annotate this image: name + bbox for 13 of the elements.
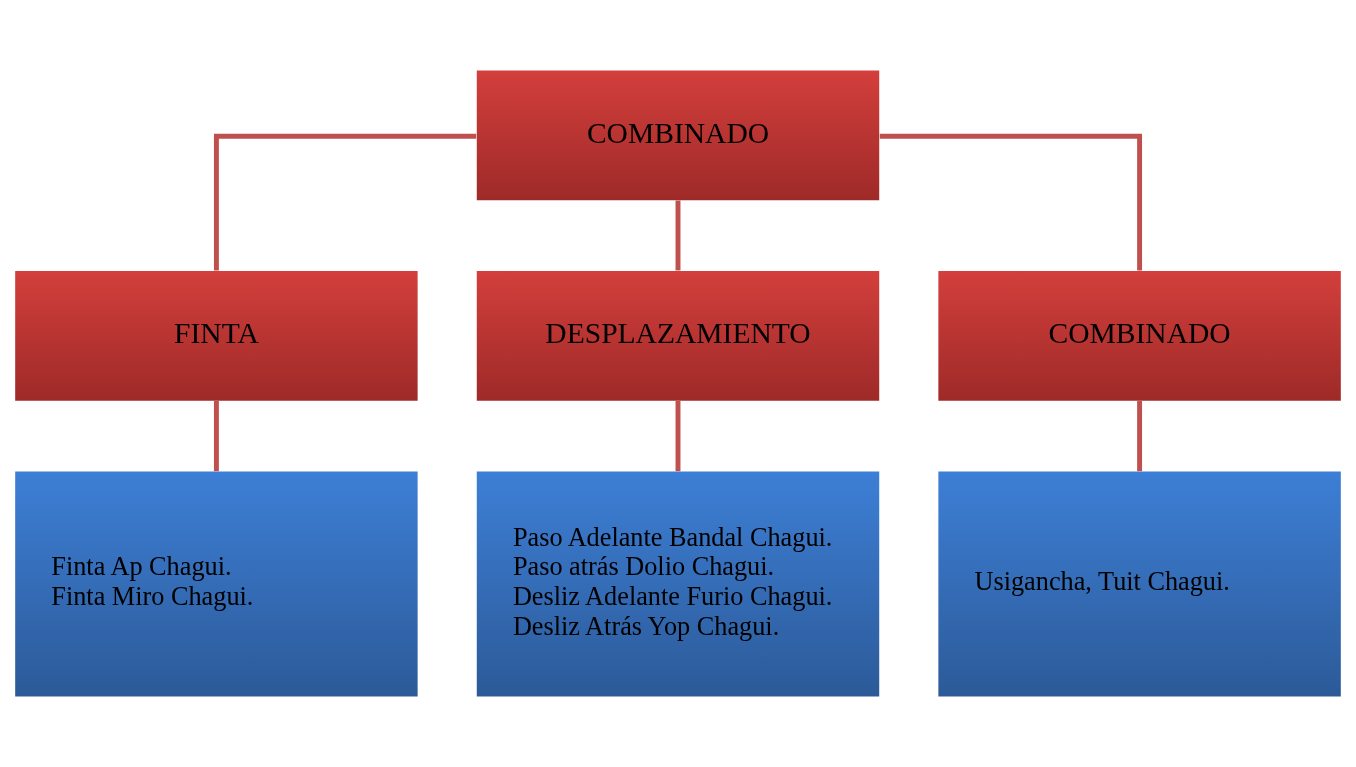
node-box: Paso Adelante Bandal Chagui. Paso atrás Dolio Chagui. Desliz Adelante Furio Chagui. Desliz Atrás Yop Chagui. bbox=[476, 471, 880, 697]
node-box: Finta Ap Chagui. Finta Miro Chagui. bbox=[15, 471, 418, 697]
connector bbox=[213, 133, 477, 271]
node-box: COMBINADO bbox=[938, 271, 1341, 401]
node-box: DESPLAZAMIENTO bbox=[476, 271, 880, 401]
connector bbox=[1137, 401, 1143, 472]
node-box: COMBINADO bbox=[476, 70, 880, 201]
connector bbox=[213, 401, 219, 472]
node-box: FINTA bbox=[15, 271, 418, 401]
node-box: Usigancha, Tuit Chagui. bbox=[938, 471, 1341, 697]
connector bbox=[879, 133, 1143, 271]
connector bbox=[675, 200, 681, 271]
connector bbox=[675, 401, 681, 472]
